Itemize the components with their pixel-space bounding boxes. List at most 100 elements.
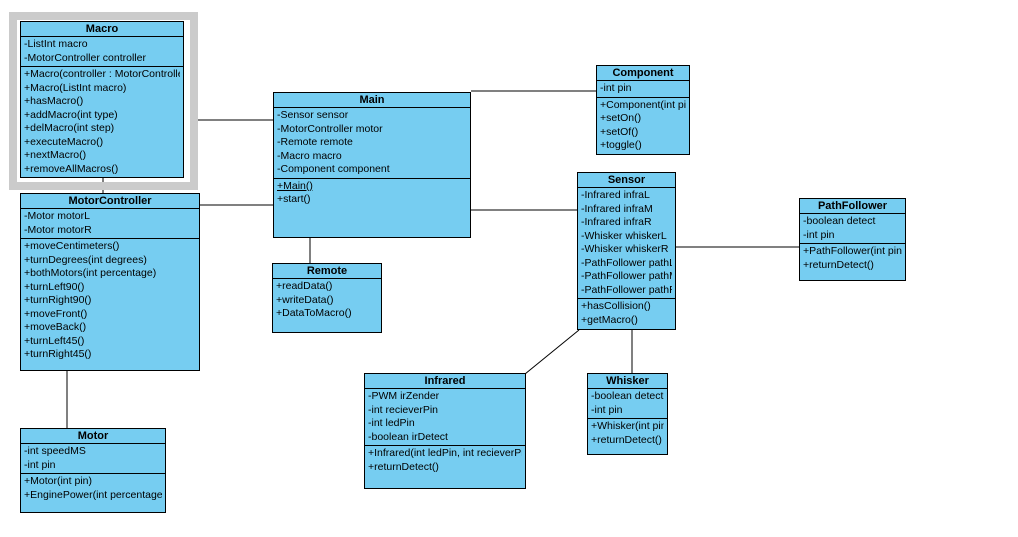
method-row: +Motor(int pin)	[24, 475, 92, 487]
class-sensor[interactable]: Sensor-Infrared infraL-Infrared infraM-I…	[577, 172, 676, 330]
attribute-row: -Infrared infraR	[581, 216, 652, 228]
attribute-row: -Whisker whiskerL	[581, 229, 667, 242]
method-row: +readData()	[276, 280, 333, 292]
attribute-row: -Infrared infraL	[581, 189, 650, 201]
methods-compartment: +PathFollower(int pin)+returnDetect()	[800, 244, 905, 280]
class-whisker[interactable]: Whisker-boolean detect-int pin+Whisker(i…	[587, 373, 668, 455]
method-row: +Main()	[277, 179, 313, 192]
method-row: +setOn()	[600, 112, 642, 124]
attribute-row: -PathFollower pathR	[581, 283, 672, 296]
method-row: +delMacro(int step)	[24, 122, 115, 134]
method-row: +returnDetect()	[591, 433, 662, 446]
method-row: +setOf()	[600, 125, 639, 138]
attribute-row: -Motor motorR	[24, 223, 92, 236]
class-title-macro: Macro	[21, 22, 183, 37]
attribute-row: -PathFollower pathM	[581, 270, 672, 282]
methods-compartment: +Infrared(int ledPin, int recieverPin)+r…	[365, 446, 525, 488]
methods-compartment: +Whisker(int pin)+returnDetect()	[588, 419, 667, 454]
class-title-motor: Motor	[21, 429, 165, 444]
attributes-compartment: -int pin	[597, 81, 689, 98]
class-title-remote: Remote	[273, 264, 381, 279]
attribute-row: -MotorController motor	[277, 122, 383, 135]
method-row: +addMacro(int type)	[24, 108, 118, 121]
class-title-component: Component	[597, 66, 689, 81]
attribute-row: -Motor motorL	[24, 210, 90, 222]
class-pathfollower[interactable]: PathFollower-boolean detect-int pin+Path…	[799, 198, 906, 281]
class-title-infrared: Infrared	[365, 374, 525, 389]
method-row: +EnginePower(int percentage)	[24, 488, 162, 501]
class-motorcontroller[interactable]: MotorController-Motor motorL-Motor motor…	[20, 193, 200, 371]
class-title-pathfollower: PathFollower	[800, 199, 905, 214]
class-main[interactable]: Main-Sensor sensor-MotorController motor…	[273, 92, 471, 238]
attribute-row: -int pin	[24, 458, 56, 471]
method-row: +turnRight45()	[24, 348, 92, 360]
method-row: +turnLeft90()	[24, 280, 85, 293]
attribute-row: -Component component	[277, 163, 390, 175]
method-row: +Macro(controller : MotorController)	[24, 68, 180, 80]
attributes-compartment: -PWM irZender-int recieverPin-int ledPin…	[365, 389, 525, 446]
attribute-row: -Infrared infraM	[581, 202, 653, 215]
attribute-row: -ListInt macro	[24, 38, 88, 50]
method-row: +returnDetect()	[368, 460, 439, 473]
relation-sensor-infrared[interactable]	[524, 329, 580, 375]
attribute-row: -Whisker whiskerR	[581, 243, 669, 255]
attribute-row: -Remote remote	[277, 136, 353, 148]
method-row: +turnDegrees(int degrees)	[24, 253, 147, 266]
method-row: +getMacro()	[581, 313, 638, 326]
attribute-row: -Sensor sensor	[277, 109, 349, 121]
method-row: +DataToMacro()	[276, 307, 352, 319]
method-row: +start()	[277, 193, 311, 205]
attribute-row: -int pin	[591, 403, 623, 416]
attribute-row: -Macro macro	[277, 149, 342, 162]
method-row: +writeData()	[276, 293, 334, 306]
method-row: +moveBack()	[24, 321, 87, 333]
methods-compartment: +Component(int pin)+setOn()+setOf()+togg…	[597, 98, 689, 155]
method-row: +nextMacro()	[24, 149, 87, 161]
attribute-row: -MotorController controller	[24, 51, 146, 64]
method-row: +moveCentimeters()	[24, 240, 120, 252]
class-title-whisker: Whisker	[588, 374, 667, 389]
method-row: +turnLeft45()	[24, 334, 85, 347]
attribute-row: -boolean detect	[803, 215, 876, 227]
method-row: +toggle()	[600, 139, 642, 151]
method-row: +Macro(ListInt macro)	[24, 81, 127, 94]
attribute-row: -PathFollower pathL	[581, 256, 672, 269]
methods-compartment: +Main()+start()	[274, 179, 470, 238]
method-row: +returnDetect()	[803, 258, 874, 271]
attributes-compartment: -ListInt macro-MotorController controlle…	[21, 37, 183, 67]
attribute-row: -PWM irZender	[368, 390, 440, 402]
class-motor[interactable]: Motor-int speedMS-int pin+Motor(int pin)…	[20, 428, 166, 513]
attributes-compartment: -Motor motorL-Motor motorR	[21, 209, 199, 239]
attribute-row: -int pin	[803, 228, 835, 241]
methods-compartment: +moveCentimeters()+turnDegrees(int degre…	[21, 239, 199, 370]
class-remote[interactable]: Remote+readData()+writeData()+DataToMacr…	[272, 263, 382, 333]
method-row: +removeAllMacros()	[24, 162, 119, 175]
method-row: +Infrared(int ledPin, int recieverPin)	[368, 447, 522, 459]
method-row: +PathFollower(int pin)	[803, 245, 902, 257]
attributes-compartment: -boolean detect-int pin	[800, 214, 905, 244]
method-row: +executeMacro()	[24, 135, 104, 148]
attribute-row: -boolean detect	[591, 390, 664, 402]
attribute-row: -int pin	[600, 82, 632, 94]
methods-compartment: +Motor(int pin)+EnginePower(int percenta…	[21, 474, 165, 512]
class-macro[interactable]: Macro-ListInt macro-MotorController cont…	[20, 21, 184, 178]
method-row: +hasMacro()	[24, 95, 84, 107]
class-component[interactable]: Component-int pin+Component(int pin)+set…	[596, 65, 690, 155]
methods-compartment: +hasCollision()+getMacro()	[578, 299, 675, 329]
attributes-compartment: -boolean detect-int pin	[588, 389, 667, 419]
attributes-compartment: -Infrared infraL-Infrared infraM-Infrare…	[578, 188, 675, 299]
method-row: +turnRight90()	[24, 294, 92, 306]
method-row: +hasCollision()	[581, 300, 651, 312]
attribute-row: -int recieverPin	[368, 403, 439, 416]
class-title-motorcontroller: MotorController	[21, 194, 199, 209]
class-title-sensor: Sensor	[578, 173, 675, 188]
class-infrared[interactable]: Infrared-PWM irZender-int recieverPin-in…	[364, 373, 526, 489]
attribute-row: -int ledPin	[368, 417, 415, 429]
method-row: +moveFront()	[24, 307, 88, 320]
attribute-row: -boolean irDetect	[368, 430, 448, 443]
method-row: +Whisker(int pin)	[591, 420, 664, 432]
attributes-compartment: -Sensor sensor-MotorController motor-Rem…	[274, 108, 470, 179]
method-row: +Component(int pin)	[600, 98, 686, 111]
